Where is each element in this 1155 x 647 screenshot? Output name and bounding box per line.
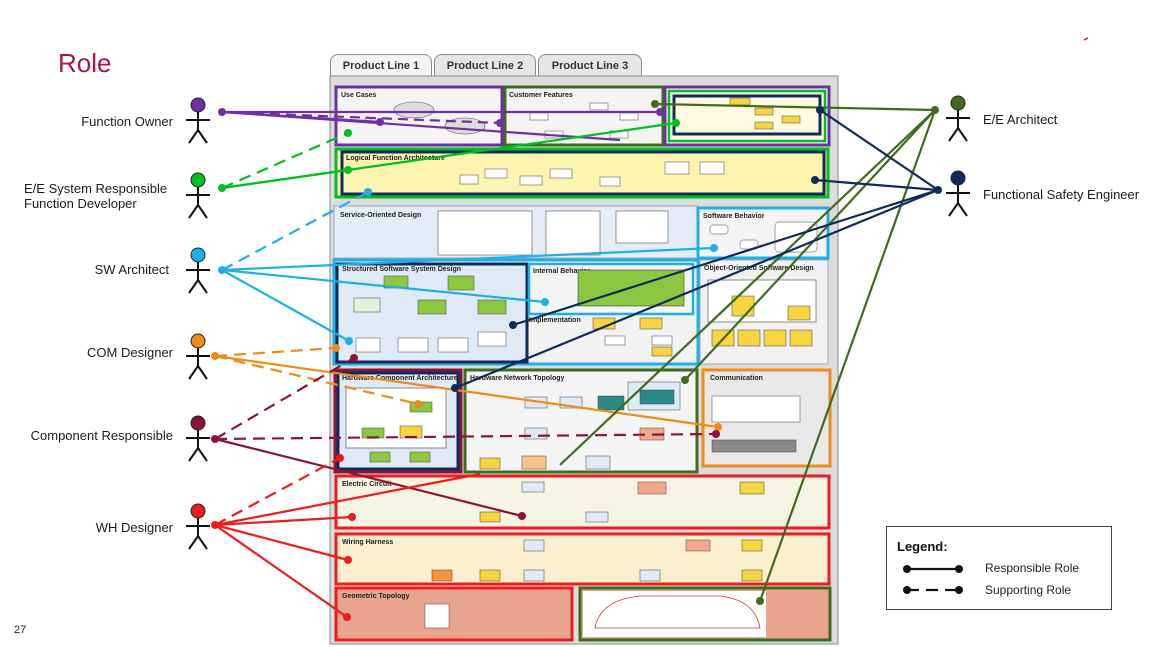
role-com-designer: COM Designer	[87, 345, 173, 360]
stick-figures-left	[186, 97, 210, 550]
customer-features-label: Customer Features	[509, 92, 573, 99]
logical-function-architecture-box	[334, 147, 830, 199]
tab-product-line-2[interactable]: Product Line 2	[434, 54, 536, 77]
software-behavior-label: Software Behavior	[703, 213, 765, 220]
legend-title: Legend:	[897, 539, 948, 554]
tab-product-line-3[interactable]: Product Line 3	[538, 54, 642, 77]
geometric-topology-box	[334, 586, 574, 642]
role-function-owner: Function Owner	[81, 114, 173, 129]
function-owner-links	[221, 110, 660, 142]
ee-system-figure	[186, 172, 210, 219]
role-ee-system-responsible: E/E System Responsible Function Develope…	[24, 181, 168, 211]
structured-software-system-design-label: Structured Software System Design	[342, 266, 461, 273]
legend: Legend: Responsible Role Supporting Role	[886, 526, 1112, 610]
sw-architect-links	[221, 191, 715, 342]
hardware-network-topology-label: Hardware Network Topology	[470, 375, 564, 382]
legend-supporting-role: Supporting Role	[985, 583, 1072, 597]
role-sw-architect: SW Architect	[94, 262, 169, 277]
ee-system-links	[221, 121, 677, 190]
role-wh-designer: WH Designer	[95, 520, 173, 535]
service-oriented-design-label: Service-Oriented Design	[340, 212, 421, 219]
safety-engineer-figure	[946, 170, 970, 217]
stick-figures-right	[946, 95, 970, 217]
wh-designer-figure	[186, 503, 210, 550]
ee-architect-figure	[946, 95, 970, 142]
slide-title: Role	[58, 48, 112, 78]
use-cases-label: Use Cases	[341, 92, 377, 99]
object-oriented-software-design-label: Object-Oriented Software Design	[704, 265, 814, 272]
communication-label: Communication	[710, 375, 763, 382]
electric-circuit-label: Electric Circuit	[342, 481, 392, 488]
geometric-topology-label: Geometric Topology	[342, 593, 410, 600]
role-ee-architect: E/E Architect	[983, 112, 1058, 127]
page-number: 27	[14, 624, 27, 636]
com-designer-figure	[186, 333, 210, 380]
wiring-harness-label: Wiring Harness	[342, 539, 393, 546]
logical-function-architecture-label: Logical Function Architecture	[346, 155, 445, 162]
internal-behavior-label: Internal Behavior	[533, 268, 590, 275]
sw-architect-figure	[186, 247, 210, 294]
role-functional-safety-engineer: Functional Safety Engineer	[983, 187, 1140, 202]
function-owner-figure	[186, 97, 210, 144]
hardware-component-architecture-label: Hardware Component Architecture	[342, 375, 458, 382]
legend-swatches	[903, 565, 963, 594]
role-component-responsible: Component Responsible	[30, 428, 173, 443]
component-responsible-links	[214, 357, 717, 518]
link-endpoints	[332, 100, 824, 621]
wh-designer-links	[214, 457, 481, 618]
legend-responsible-role: Responsible Role	[985, 561, 1080, 575]
component-responsible-figure	[186, 415, 210, 462]
implementation-label: Implementation	[529, 317, 581, 324]
tab-product-line-1[interactable]: Product Line 1	[330, 54, 432, 77]
role-anchor-dots	[211, 106, 942, 529]
ee-architect-links	[559, 102, 937, 602]
safety-engineer-links	[454, 109, 939, 390]
